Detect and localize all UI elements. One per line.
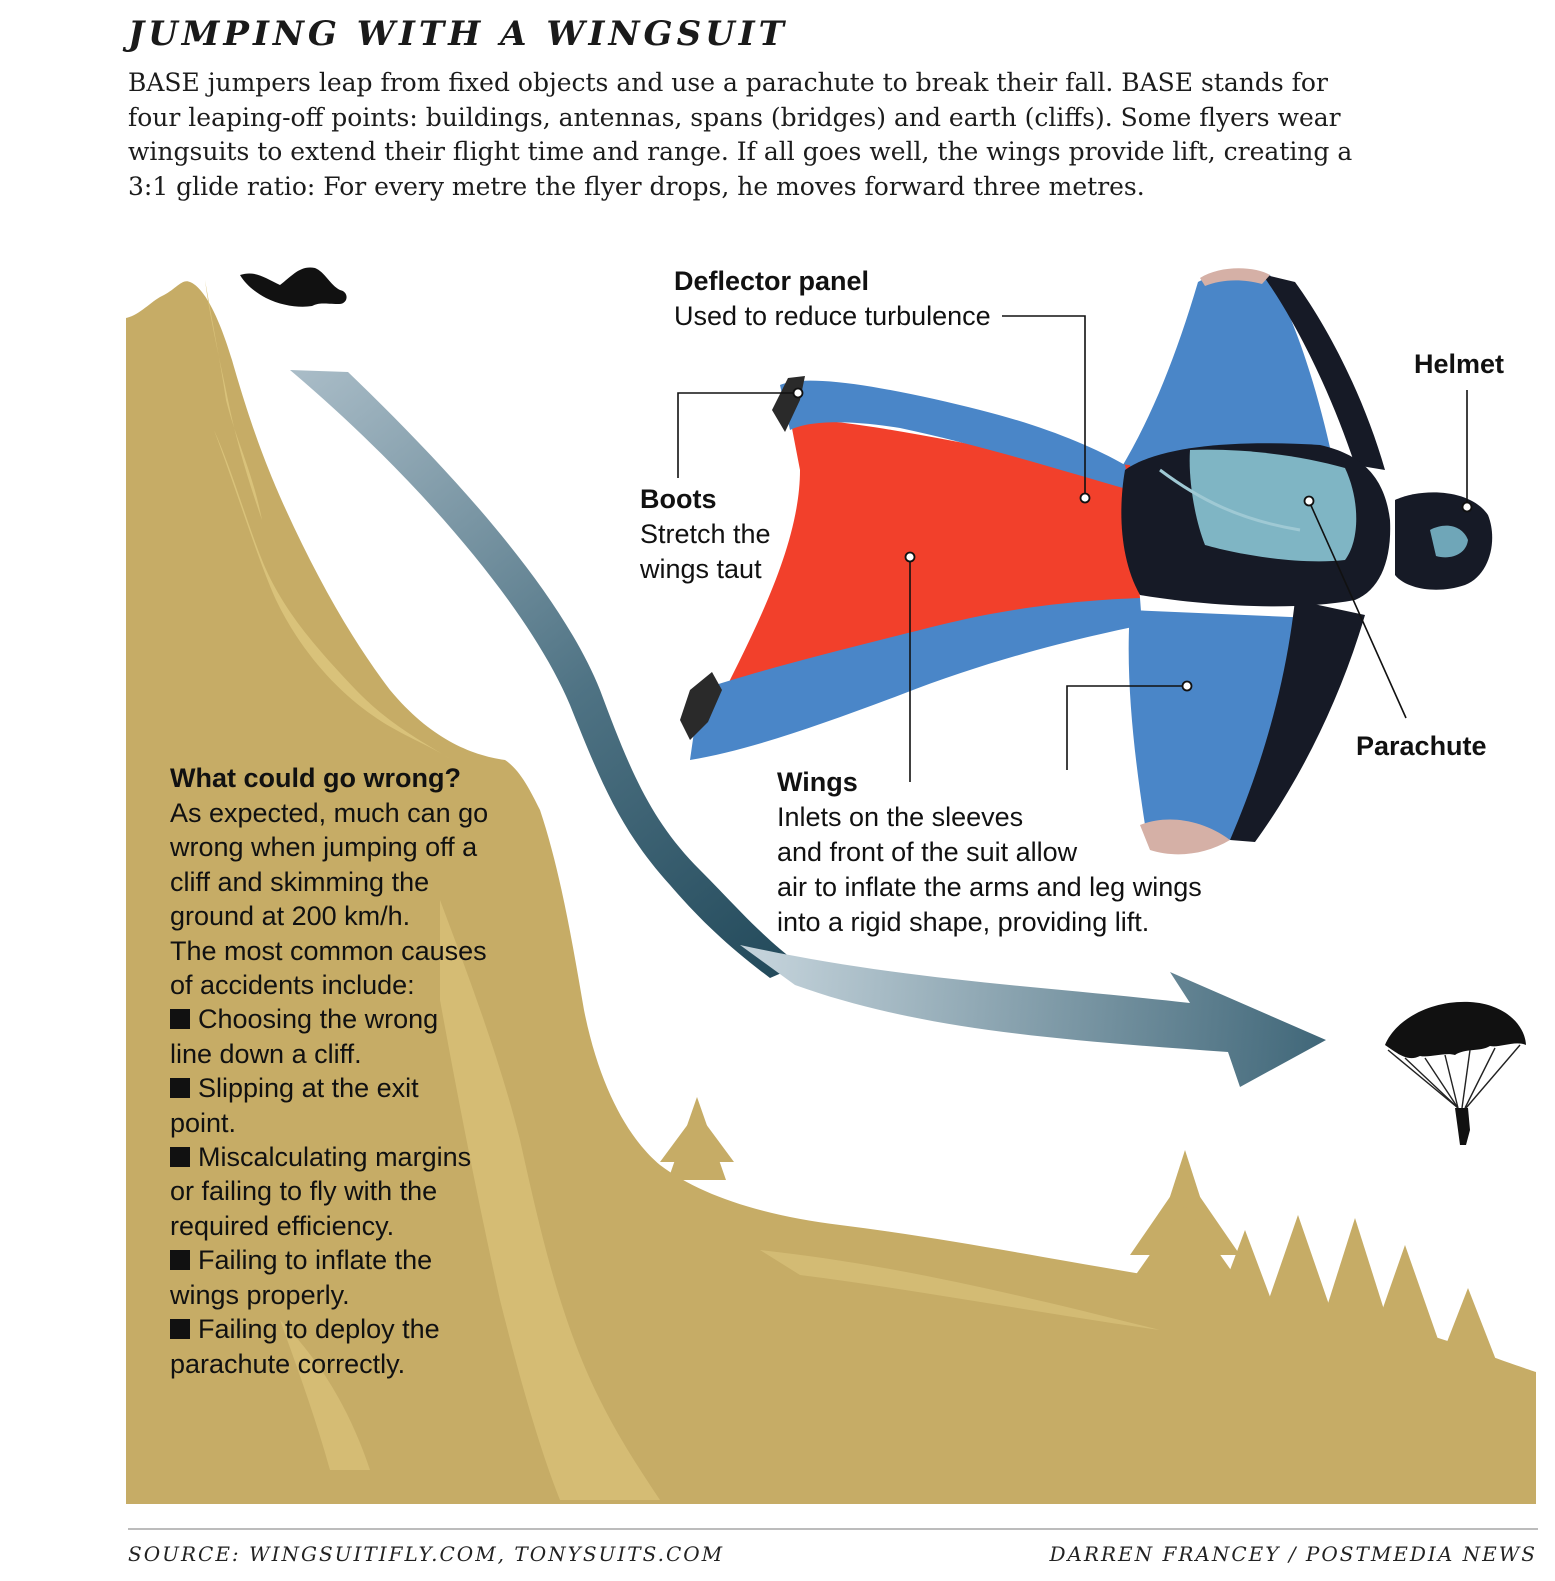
- callout-text: into a rigid shape, providing lift.: [777, 907, 1150, 937]
- footer-divider: [128, 1528, 1538, 1530]
- byline-credit: DARREN FRANCEY / POSTMEDIA NEWS: [1049, 1542, 1537, 1566]
- intro-text: BASE jumpers leap from fixed objects and…: [128, 66, 1543, 204]
- callout-heading: Parachute: [1356, 731, 1487, 761]
- source-credit: SOURCE: WINGSUITIFLY.COM, TONYSUITS.COM: [128, 1542, 725, 1566]
- bullet-square-icon: [170, 1078, 190, 1099]
- risk-item-text: required efficiency.: [170, 1210, 395, 1241]
- wingsuit-figure: [680, 268, 1493, 855]
- pine-tree-icon: [660, 1097, 1496, 1360]
- risk-item-text: Slipping at the exit: [198, 1073, 419, 1104]
- risk-item-text: Failing to inflate the: [198, 1245, 433, 1276]
- parachutist-silhouette-icon: [1385, 1001, 1526, 1145]
- callout-heading: Wings: [777, 767, 858, 797]
- wingsuit-flyer-silhouette-icon: [240, 267, 347, 307]
- risk-item-text: wings properly.: [170, 1279, 350, 1310]
- callout-heading: Helmet: [1414, 349, 1505, 379]
- risks-intro-line: The most common causes: [170, 935, 487, 966]
- callout-text: Inlets on the sleeves: [777, 802, 1024, 832]
- risks-panel: What could go wrong? As expected, much c…: [170, 760, 500, 1381]
- callout-leader-lines: [677, 315, 1468, 782]
- risks-heading: What could go wrong?: [170, 763, 461, 793]
- intro-line: BASE jumpers leap from fixed objects and…: [128, 68, 1328, 97]
- bullet-square-icon: [170, 1250, 190, 1271]
- risk-item: Failing to deploy the: [170, 1312, 500, 1346]
- callout-heading: Deflector panel: [674, 266, 870, 296]
- intro-line: 3:1 glide ratio: For every metre the fly…: [128, 171, 1145, 201]
- callout-wings: Wings Inlets on the sleeves and front of…: [777, 764, 1202, 940]
- bullet-square-icon: [170, 1319, 190, 1340]
- risks-intro-line: As expected, much can go: [170, 798, 489, 828]
- callout-text: Stretch the: [640, 519, 771, 549]
- callout-helmet: Helmet: [1414, 346, 1504, 382]
- page-title: JUMPING WITH A WINGSUIT: [128, 14, 788, 54]
- risk-item-text: Miscalculating margins: [198, 1142, 472, 1173]
- callout-text: and front of the suit allow: [777, 837, 1078, 867]
- callout-anchor-dots: [792, 387, 1473, 692]
- callout-heading: Boots: [640, 484, 717, 514]
- risks-intro-line: of accidents include:: [170, 970, 415, 1001]
- risks-intro-line: cliff and skimming the: [170, 866, 430, 897]
- bullet-square-icon: [170, 1009, 190, 1030]
- callout-boots: Boots Stretch the wings taut: [640, 481, 771, 587]
- risk-item-text: parachute correctly.: [170, 1348, 406, 1379]
- risks-body: As expected, much can go wrong when jump…: [170, 796, 500, 1381]
- callout-text: Used to reduce turbulence: [674, 301, 991, 331]
- callout-deflector-panel: Deflector panel Used to reduce turbulenc…: [674, 263, 991, 334]
- mountain-terrain: [126, 280, 1536, 1504]
- risks-intro-line: ground at 200 km/h.: [170, 901, 411, 932]
- risk-item-text: Failing to deploy the: [198, 1314, 440, 1345]
- risk-item-text: or failing to fly with the: [170, 1176, 438, 1207]
- flight-path-arrow: [290, 370, 1326, 1087]
- risk-item-text: point.: [170, 1107, 237, 1138]
- intro-line: wingsuits to extend their flight time an…: [128, 137, 1353, 166]
- bullet-square-icon: [170, 1147, 190, 1168]
- callout-text: wings taut: [640, 554, 762, 584]
- callout-parachute: Parachute: [1356, 728, 1487, 764]
- risks-intro-line: wrong when jumping off a: [170, 832, 478, 863]
- risk-item: Failing to inflate the: [170, 1243, 500, 1277]
- risk-item: Slipping at the exit: [170, 1071, 500, 1105]
- callout-text: air to inflate the arms and leg wings: [777, 872, 1202, 902]
- intro-line: four leaping-off points: buildings, ante…: [128, 102, 1341, 132]
- risk-item-text: line down a cliff.: [170, 1038, 362, 1069]
- risk-item: Choosing the wrong: [170, 1002, 500, 1036]
- risk-item-text: Choosing the wrong: [198, 1004, 439, 1035]
- risk-item: Miscalculating margins: [170, 1140, 500, 1174]
